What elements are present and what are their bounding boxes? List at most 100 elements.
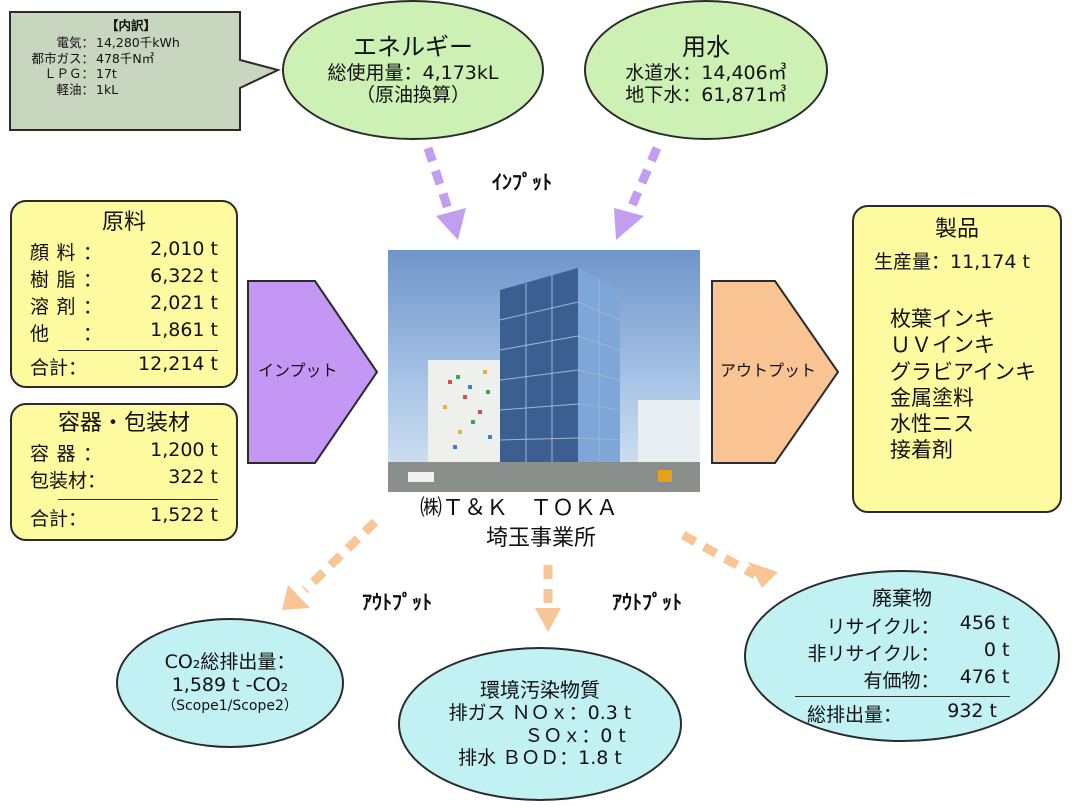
breakdown-callout-box <box>9 11 281 131</box>
materials-total-value: 12,214 t <box>138 353 218 376</box>
water-tap: 水道水：14,406㎥ <box>625 61 787 84</box>
breakdown-title: 【内訳】 <box>105 18 156 33</box>
input-arrow <box>247 280 379 464</box>
products-title: 製品 <box>934 217 979 242</box>
containers-total-value: 1,522 t <box>150 504 218 527</box>
materials-row: 他： 1,861 t <box>30 319 218 346</box>
waste-value: 476 t <box>959 665 1010 688</box>
materials-title: 原料 <box>101 210 146 235</box>
materials-value: 2,021 t <box>150 292 218 315</box>
product-item: 金属塗料 <box>890 385 974 410</box>
product-item: グラビアインキ <box>890 359 1036 384</box>
product-item: 接着剤 <box>890 438 953 463</box>
breakdown-label: 軽油： <box>56 81 94 97</box>
dashed-output-arrow-co2 <box>282 518 379 610</box>
containers-value: 322 t <box>168 466 218 489</box>
pollutants-sox: ＳＯｘ：0 t <box>524 724 626 747</box>
materials-value: 1,861 t <box>150 319 218 342</box>
containers-value: 1,200 t <box>150 439 218 462</box>
materials-row: 顔料： 2,010 t <box>30 238 218 265</box>
product-item: 枚葉インキ <box>890 307 995 332</box>
materials-value: 2,010 t <box>150 238 218 261</box>
waste-row: 有価物： 476 t <box>795 665 1010 693</box>
dashed-output-arrow-pollutants <box>535 565 561 632</box>
co2-scope: （Scope1/Scope2） <box>162 698 298 715</box>
waste-ellipse: 廃棄物 リサイクル： 456 t 非リサイクル： 0 t 有価物： 476 t 総排出量：… <box>744 570 1060 742</box>
breakdown-row: 都市ガス：478千N㎥ <box>16 51 216 67</box>
site-name: 埼玉事業所 <box>486 526 597 551</box>
breakdown-value: 478千N㎥ <box>96 50 155 66</box>
materials-box: 原料 顔料： 2,010 t 樹脂： 6,322 t 溶剤： 2,021 t 他： 1,861… <box>10 200 238 388</box>
energy-note: （原油換算） <box>355 84 470 107</box>
input-arrow-label: インプット <box>258 361 338 380</box>
output-label-left: ｱｳﾄﾌﾟｯﾄ <box>362 590 432 614</box>
dashed-input-arrow-energy <box>423 146 466 240</box>
breakdown-label: ＬＰＧ： <box>43 66 94 82</box>
breakdown-row: ＬＰＧ：17t <box>16 66 216 82</box>
materials-label: 他： <box>30 323 102 346</box>
energy-ellipse: エネルギー 総使用量：4,173kL （原油換算） <box>282 0 544 140</box>
waste-value: 456 t <box>959 611 1010 634</box>
containers-box: 容器・包装材 容器： 1,200 t 包装材： 322 t 合計： 1,522 t <box>10 403 238 541</box>
waste-rows: リサイクル： 456 t 非リサイクル： 0 t 有価物： 476 t <box>795 611 1010 693</box>
waste-label: 非リサイクル： <box>807 642 940 665</box>
materials-rows: 顔料： 2,010 t 樹脂： 6,322 t 溶剤： 2,021 t 他： 1,861 t <box>30 238 218 346</box>
output-arrow-label: アウトプット <box>720 361 817 380</box>
company-name: ㈱Ｔ＆Ｋ ＴＯＫＡ <box>420 496 619 521</box>
breakdown-row: 電気：14,280千kWh <box>16 35 216 51</box>
containers-row: 容器： 1,200 t <box>30 439 218 466</box>
containers-label: 容器： <box>30 443 102 466</box>
materials-total-label: 合計： <box>30 357 88 380</box>
breakdown-label: 都市ガス： <box>31 50 94 66</box>
waste-label: 有価物： <box>863 669 940 692</box>
energy-title: エネルギー <box>353 32 473 61</box>
co2-title: CO₂総排出量： <box>164 650 296 673</box>
containers-row: 包装材： 322 t <box>30 466 218 493</box>
waste-row: リサイクル： 456 t <box>795 611 1010 639</box>
containers-rows: 容器： 1,200 t 包装材： 322 t <box>30 439 218 493</box>
breakdown-label: 電気： <box>56 35 94 50</box>
waste-total-divider <box>794 695 1010 697</box>
waste-title: 廃棄物 <box>872 585 932 610</box>
pollutants-ellipse: 環境汚染物質 排ガス ＮＯｘ：0.3 t ＳＯｘ：0 t 排水 ＢＯＤ：1.8 … <box>398 647 682 801</box>
product-item: 水性ニス <box>890 412 974 437</box>
pollutants-title: 環境汚染物質 <box>480 677 600 702</box>
waste-total-row: 総排出量： 932 t <box>807 700 997 727</box>
breakdown-row: 軽油：1kL <box>16 82 216 98</box>
waste-value: 0 t <box>983 638 1010 661</box>
pollutants-bod: 排水 ＢＯＤ：1.8 t <box>458 747 622 770</box>
factory-building-illustration <box>388 268 700 492</box>
materials-value: 6,322 t <box>150 265 218 288</box>
materials-row: 溶剤： 2,021 t <box>30 292 218 319</box>
waste-total-value: 932 t <box>947 699 997 722</box>
water-title: 用水 <box>682 32 730 61</box>
materials-label: 樹脂： <box>30 269 102 292</box>
breakdown-value: 14,280千kWh <box>96 35 180 50</box>
containers-total-divider <box>58 499 218 501</box>
energy-total: 総使用量：4,173kL <box>327 61 499 84</box>
input-top-label: ｲﾝﾌﾟｯﾄ <box>492 170 552 194</box>
waste-total-label: 総排出量： <box>807 703 903 726</box>
containers-label: 包装材： <box>30 470 107 493</box>
materials-label: 溶剤： <box>30 296 102 319</box>
output-arrow <box>711 280 840 464</box>
output-label-right: ｱｳﾄﾌﾟｯﾄ <box>612 590 682 614</box>
pollutants-nox: 排ガス ＮＯｘ：0.3 t <box>448 701 632 724</box>
co2-value: 1,589 t -CO₂ <box>171 673 289 696</box>
waste-label: リサイクル： <box>826 615 940 638</box>
breakdown-value: 17t <box>96 66 117 82</box>
containers-title: 容器・包装材 <box>57 411 190 436</box>
materials-label: 顔料： <box>30 242 102 265</box>
breakdown-value: 1kL <box>96 81 119 97</box>
containers-total-row: 合計： 1,522 t <box>30 504 218 531</box>
water-ellipse: 用水 水道水：14,406㎥ 地下水：61,871㎥ <box>584 0 828 140</box>
containers-total-label: 合計： <box>30 508 88 531</box>
dashed-output-arrow-waste <box>680 531 778 588</box>
products-production: 生産量：11,174 t <box>874 251 1030 274</box>
factory-photo <box>388 250 700 492</box>
